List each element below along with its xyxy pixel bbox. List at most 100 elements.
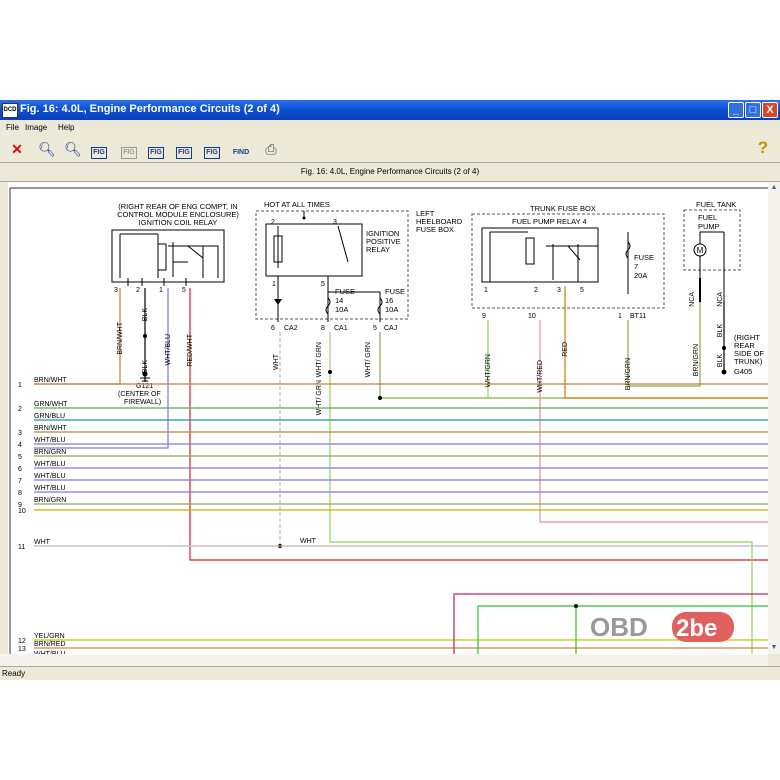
find-icon[interactable]: FIND bbox=[232, 149, 250, 156]
pin-p6: 6 bbox=[271, 325, 275, 332]
zoom-out-icon[interactable]: 🔍︎ bbox=[64, 141, 82, 157]
app-icon[interactable]: DCD bbox=[2, 103, 18, 118]
trunk-fuse-box bbox=[471, 213, 665, 309]
bus-number: 13 bbox=[18, 646, 26, 653]
pin-f1: 1 bbox=[484, 287, 488, 294]
previous-figure-icon[interactable]: FIG bbox=[118, 138, 140, 160]
bus-label: BRN/RED bbox=[34, 641, 66, 648]
pin-c1: 1 bbox=[159, 287, 163, 294]
close-figure-icon[interactable]: ✕ bbox=[11, 141, 23, 157]
fuel-pump-label-2: PUMP bbox=[698, 222, 720, 231]
pin-p8: 8 bbox=[321, 325, 325, 332]
bus-label: BRN/GRN bbox=[34, 449, 66, 456]
label-brn-wht-vert: BRN/WHT bbox=[117, 321, 124, 354]
label-wht-grn-trunk: WHT/GRN bbox=[485, 354, 492, 387]
bus-number: 12 bbox=[18, 638, 26, 645]
last-figure-icon[interactable]: FIG bbox=[201, 138, 223, 160]
figure-caption: Fig. 16: 4.0L, Engine Performance Circui… bbox=[0, 163, 780, 182]
motor-symbol: M bbox=[697, 246, 704, 255]
scroll-down-arrow-icon[interactable]: ▼ bbox=[770, 644, 778, 651]
help-icon[interactable]: ? bbox=[757, 138, 769, 157]
ign-coil-relay-box bbox=[111, 229, 225, 283]
application-window: DCD Fig. 16: 4.0L, Engine Performance Ci… bbox=[0, 100, 780, 680]
label-nca-b: NCA bbox=[717, 292, 724, 307]
fuse16-label-1: FUSE bbox=[385, 287, 405, 296]
pin-c5: 5 bbox=[182, 287, 186, 294]
print-icon[interactable]: ⎙ bbox=[265, 141, 277, 157]
bus-label: WHT/BLU bbox=[34, 437, 66, 444]
wiring-diagram: (RIGHT REAR OF ENG COMPT, IN CONTROL MOD… bbox=[9, 187, 768, 654]
pin-b9: 9 bbox=[482, 313, 486, 320]
fuse14-label-2: 14 bbox=[335, 296, 343, 305]
wire-wht-grn-short bbox=[379, 332, 768, 399]
pin-r5: 5 bbox=[321, 281, 325, 288]
bus-number: 5 bbox=[18, 454, 22, 461]
wire-brn-grn bbox=[627, 302, 701, 387]
status-text: Ready bbox=[2, 669, 26, 678]
bus-number: 1 bbox=[18, 382, 22, 389]
left-fuse-box-label-1: LEFT bbox=[416, 209, 435, 218]
obd2be-watermark: OBD 2be bbox=[590, 612, 734, 642]
bus-number: 8 bbox=[18, 490, 22, 497]
label-blk-vert-a: BLK bbox=[142, 308, 149, 322]
diode-icon bbox=[274, 299, 282, 305]
bus-label: WHT/BLU bbox=[34, 651, 66, 654]
g405-label-2: REAR bbox=[734, 341, 755, 350]
fuse14-label-1: FUSE bbox=[335, 287, 355, 296]
g121-label-2: (CENTER OF bbox=[118, 391, 161, 398]
pin-c3: 3 bbox=[114, 287, 118, 294]
vertical-scrollbar[interactable]: ▲ ▼ bbox=[768, 182, 780, 654]
g121-label-1: G121 bbox=[136, 383, 153, 390]
ign-relay-label-3: RELAY bbox=[366, 245, 390, 254]
watermark-2be: 2be bbox=[676, 615, 717, 642]
first-figure-icon[interactable]: FIG bbox=[173, 138, 195, 160]
bus-label: GRN/WHT bbox=[34, 401, 68, 408]
figure-view-icon[interactable]: FIG bbox=[88, 138, 110, 160]
menu-file[interactable]: File bbox=[6, 123, 19, 132]
wire-wht-red bbox=[539, 320, 768, 523]
bus-label: WHT/BLU bbox=[34, 461, 66, 468]
bus-number: 2 bbox=[18, 406, 22, 413]
left-heelboard-fuse-box bbox=[255, 210, 409, 320]
watermark-badge bbox=[672, 612, 734, 642]
horizontal-scrollbar[interactable] bbox=[0, 654, 768, 666]
bus-label: WHT/BLU bbox=[34, 485, 66, 492]
wiring-diagram-canvas[interactable]: (RIGHT REAR OF ENG COMPT, IN CONTROL MOD… bbox=[0, 182, 768, 654]
watermark-obd: OBD bbox=[590, 612, 648, 642]
bus-label: BRN/WHT bbox=[34, 377, 67, 384]
label-blk-c: BLK bbox=[717, 324, 724, 338]
bus-label: WHT/BLU bbox=[34, 473, 66, 480]
fuse7-label-2: 7 bbox=[634, 262, 638, 271]
bus-label: WHT bbox=[34, 539, 51, 546]
minimize-button[interactable]: _ bbox=[728, 102, 744, 118]
label-wht-blu-vert: WHT/BLU bbox=[165, 334, 172, 366]
fuel-tank-label: FUEL TANK bbox=[696, 200, 736, 209]
wire-green-bottom bbox=[477, 605, 768, 654]
bus-label: BRN/WHT bbox=[34, 425, 67, 432]
ign-coil-header-3: IGNITION COIL RELAY bbox=[139, 218, 218, 227]
ign-relay-label-2: POSITIVE bbox=[366, 237, 401, 246]
title-bar[interactable]: DCD Fig. 16: 4.0L, Engine Performance Ci… bbox=[0, 100, 780, 120]
next-figure-icon[interactable]: FIG bbox=[145, 138, 167, 160]
fuel-pump-label-1: FUEL bbox=[698, 213, 717, 222]
close-button[interactable]: X bbox=[762, 102, 778, 118]
scroll-up-arrow-icon[interactable]: ▲ bbox=[770, 184, 778, 191]
pin-c2: 2 bbox=[136, 287, 140, 294]
fuse14-label-3: 10A bbox=[335, 305, 348, 314]
pin-r3: 3 bbox=[333, 219, 337, 226]
menu-image[interactable]: Image bbox=[25, 123, 48, 132]
bus-number: 10 bbox=[18, 508, 26, 515]
label-wht-red: WHT/RED bbox=[537, 360, 544, 393]
ign-positive-relay bbox=[265, 223, 363, 277]
label-wht-horizontal: WHT bbox=[300, 538, 317, 545]
left-fuse-box-label-2: HEELBOARD bbox=[416, 217, 463, 226]
maximize-button[interactable]: □ bbox=[745, 102, 761, 118]
label-wht-grn-vert-a: WHT/ GRN bbox=[316, 342, 323, 377]
bt11-label: BT11 bbox=[630, 313, 646, 320]
fuel-pump-relay bbox=[481, 227, 599, 283]
pin-b1: 1 bbox=[618, 313, 622, 320]
zoom-in-icon[interactable]: 🔍︎ bbox=[38, 141, 56, 157]
menu-help[interactable]: Help bbox=[58, 123, 75, 132]
ign-coil-header-2: CONTROL MODULE ENCLOSURE) bbox=[117, 210, 239, 219]
menu-bar: File Image Help bbox=[0, 120, 780, 136]
